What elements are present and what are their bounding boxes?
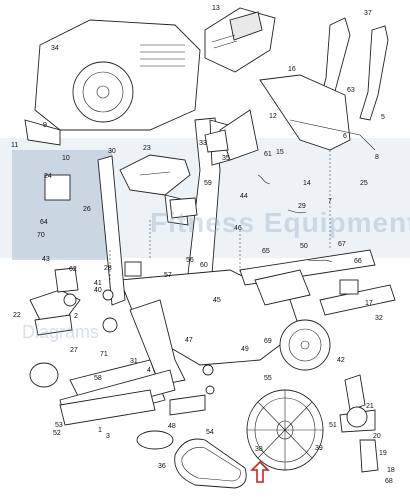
seat — [119, 154, 191, 196]
callout-46: 46 — [234, 225, 242, 232]
callout-3: 3 — [106, 433, 110, 440]
callout-70: 70 — [37, 232, 45, 239]
callout-40: 40 — [94, 287, 102, 294]
callout-53: 53 — [55, 422, 63, 429]
callout-61: 61 — [264, 151, 272, 158]
callout-32: 32 — [375, 315, 383, 322]
callout-15: 15 — [276, 149, 284, 156]
callout-54: 54 — [206, 429, 214, 436]
callout-43: 43 — [42, 256, 50, 263]
callout-71: 71 — [100, 351, 108, 358]
callout-48: 48 — [168, 423, 176, 430]
callout-28: 28 — [104, 265, 112, 272]
pedal-assembly-left — [29, 289, 81, 336]
callout-21: 21 — [366, 403, 374, 410]
callout-64: 64 — [40, 219, 48, 226]
callout-69: 69 — [264, 338, 272, 345]
rear-shroud — [24, 19, 201, 146]
drive-pulley — [246, 389, 324, 471]
watermark-brand: Fitness Equipment — [150, 207, 410, 238]
callout-50: 50 — [300, 243, 308, 250]
callout-26: 26 — [83, 206, 91, 213]
highlight-arrow — [250, 460, 270, 483]
callout-23: 23 — [143, 145, 151, 152]
callout-49: 49 — [241, 346, 249, 353]
callout-39: 39 — [315, 445, 323, 452]
callout-labels: 1234567891011121314151617181920212223242… — [11, 5, 395, 485]
callout-45: 45 — [213, 297, 221, 304]
callout-35: 35 — [222, 155, 230, 162]
callout-31: 31 — [130, 358, 138, 365]
watermark-subtitle: Diagrams — [22, 322, 100, 342]
callout-1: 1 — [98, 427, 102, 434]
callout-34: 34 — [51, 45, 59, 52]
callout-27: 27 — [70, 347, 78, 354]
callout-13: 13 — [212, 5, 220, 12]
callout-8: 8 — [375, 154, 379, 161]
callout-59: 59 — [204, 180, 212, 187]
small-parts — [44, 109, 368, 428]
callout-10: 10 — [62, 155, 70, 162]
callout-56: 56 — [186, 257, 194, 264]
callout-58: 58 — [94, 375, 102, 382]
callout-68: 68 — [385, 478, 393, 485]
callout-57: 57 — [164, 272, 172, 279]
callout-20: 20 — [373, 433, 381, 440]
callout-44: 44 — [240, 193, 248, 200]
callout-18: 18 — [387, 467, 395, 474]
callout-14: 14 — [303, 180, 311, 187]
callout-11: 11 — [11, 142, 18, 149]
callout-9: 9 — [43, 122, 47, 129]
callout-51: 51 — [329, 422, 337, 429]
callout-42: 42 — [337, 357, 345, 364]
callout-30: 30 — [108, 148, 116, 155]
callout-62: 62 — [69, 266, 77, 273]
callout-7: 7 — [328, 198, 332, 205]
callout-36: 36 — [158, 463, 166, 470]
callout-24: 24 — [44, 173, 52, 180]
callout-38: 38 — [255, 446, 263, 453]
callout-41: 41 — [94, 280, 102, 287]
console — [204, 7, 276, 73]
callout-5: 5 — [381, 114, 385, 121]
stabilizers — [29, 284, 396, 450]
callout-29: 29 — [298, 203, 306, 210]
callout-22: 22 — [13, 312, 21, 319]
flywheel — [279, 319, 331, 371]
callout-25: 25 — [360, 180, 368, 187]
callout-47: 47 — [185, 337, 193, 344]
callout-19: 19 — [379, 450, 387, 457]
callout-16: 16 — [288, 66, 296, 73]
callout-63: 63 — [347, 87, 355, 94]
drive-belt — [174, 438, 247, 489]
callout-65: 65 — [262, 248, 270, 255]
callout-66: 66 — [354, 258, 362, 265]
callout-6: 6 — [343, 133, 347, 140]
callout-67: 67 — [338, 241, 346, 248]
callout-4: 4 — [147, 367, 151, 374]
callout-17: 17 — [365, 300, 373, 307]
callout-52: 52 — [53, 430, 61, 437]
handlebars — [259, 17, 389, 151]
callout-33: 33 — [199, 140, 207, 147]
callout-60: 60 — [200, 262, 208, 269]
callout-37: 37 — [364, 10, 372, 17]
watermark-logo-block — [12, 150, 112, 260]
callout-2: 2 — [74, 313, 78, 320]
callout-12: 12 — [269, 113, 277, 120]
callout-55: 55 — [264, 375, 272, 382]
